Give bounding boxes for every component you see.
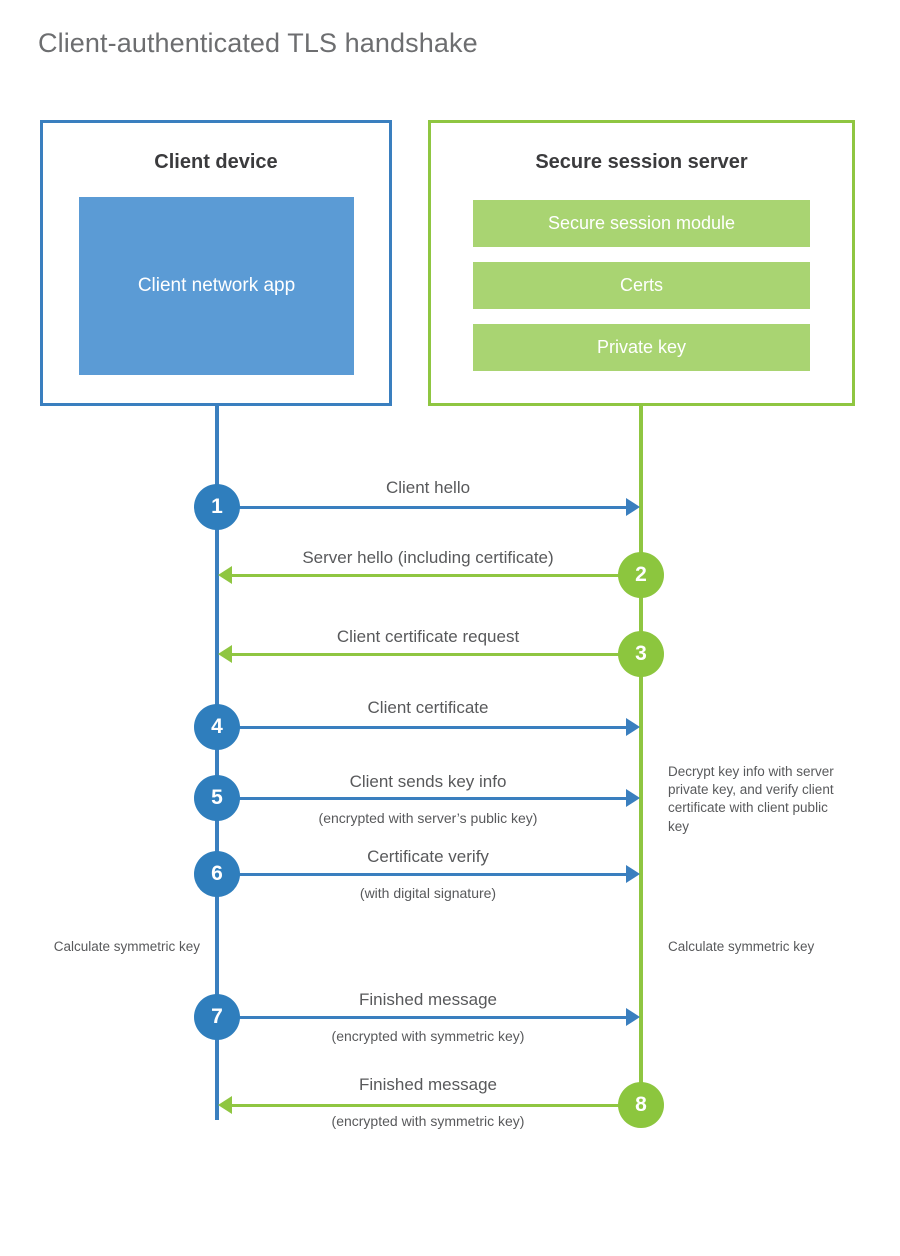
step-badge-5[interactable]: 5 bbox=[194, 775, 240, 821]
step-badge-6[interactable]: 6 bbox=[194, 851, 240, 897]
flow-label-3: Client certificate request bbox=[336, 627, 520, 646]
server-block-secure-session-module: Secure session module bbox=[473, 200, 810, 247]
flow-label-5: Client sends key info bbox=[349, 772, 507, 791]
flow-arrow-line-5 bbox=[217, 797, 626, 800]
step-badge-3[interactable]: 3 bbox=[618, 631, 664, 677]
flow-label-2: Server hello (including certificate) bbox=[302, 548, 554, 567]
flow-arrow-head-5 bbox=[626, 789, 640, 807]
flow-sublabel-5: (encrypted with server’s public key) bbox=[318, 810, 538, 826]
flow-arrow-head-7 bbox=[626, 1008, 640, 1026]
server-block-certs: Certs bbox=[473, 262, 810, 309]
step-badge-1[interactable]: 1 bbox=[194, 484, 240, 530]
flow-arrow-head-3 bbox=[218, 645, 232, 663]
flow-arrow-line-3 bbox=[232, 653, 641, 656]
flow-arrow-line-1 bbox=[217, 506, 626, 509]
page-title: Client-authenticated TLS handshake bbox=[38, 28, 478, 58]
flow-arrow-line-8 bbox=[232, 1104, 641, 1107]
flow-sublabel-6: (with digital signature) bbox=[359, 885, 497, 901]
step-badge-8[interactable]: 8 bbox=[618, 1082, 664, 1128]
step-badge-4[interactable]: 4 bbox=[194, 704, 240, 750]
flow-label-4: Client certificate bbox=[367, 698, 489, 717]
entity-title-client: Client device bbox=[154, 151, 278, 173]
step-badge-2[interactable]: 2 bbox=[618, 552, 664, 598]
flow-arrow-head-1 bbox=[626, 498, 640, 516]
flow-sublabel-7: (encrypted with symmetric key) bbox=[331, 1028, 525, 1044]
flow-arrow-line-7 bbox=[217, 1016, 626, 1019]
flow-label-8: Finished message bbox=[359, 1075, 497, 1094]
entity-box-server: Secure session server Secure session mod… bbox=[428, 120, 855, 406]
annotation-server-calculate-symmetric-key: Calculate symmetric key bbox=[668, 939, 815, 954]
server-block-private-key: Private key bbox=[473, 324, 810, 371]
flow-arrow-line-4 bbox=[217, 726, 626, 729]
flow-label-7: Finished message bbox=[359, 990, 497, 1009]
flow-label-6: Certificate verify bbox=[367, 847, 489, 866]
flow-arrow-head-8 bbox=[218, 1096, 232, 1114]
entity-title-server: Secure session server bbox=[535, 151, 748, 173]
flow-arrow-head-6 bbox=[626, 865, 640, 883]
lifeline-client bbox=[215, 403, 219, 1120]
entity-box-client: Client device Client network app bbox=[40, 120, 392, 406]
annotation-server-decrypt: Decrypt key info with server private key… bbox=[668, 764, 834, 834]
flow-arrow-line-2 bbox=[232, 574, 641, 577]
flow-sublabel-8: (encrypted with symmetric key) bbox=[331, 1113, 525, 1129]
annotation-client-calculate-symmetric-key: Calculate symmetric key bbox=[53, 939, 200, 954]
step-badge-7[interactable]: 7 bbox=[194, 994, 240, 1040]
flow-arrow-head-2 bbox=[218, 566, 232, 584]
lifeline-server bbox=[639, 403, 643, 1105]
flow-label-1: Client hello bbox=[385, 478, 471, 497]
flow-arrow-line-6 bbox=[217, 873, 626, 876]
flow-arrow-head-4 bbox=[626, 718, 640, 736]
client-network-app-block: Client network app bbox=[79, 197, 354, 375]
